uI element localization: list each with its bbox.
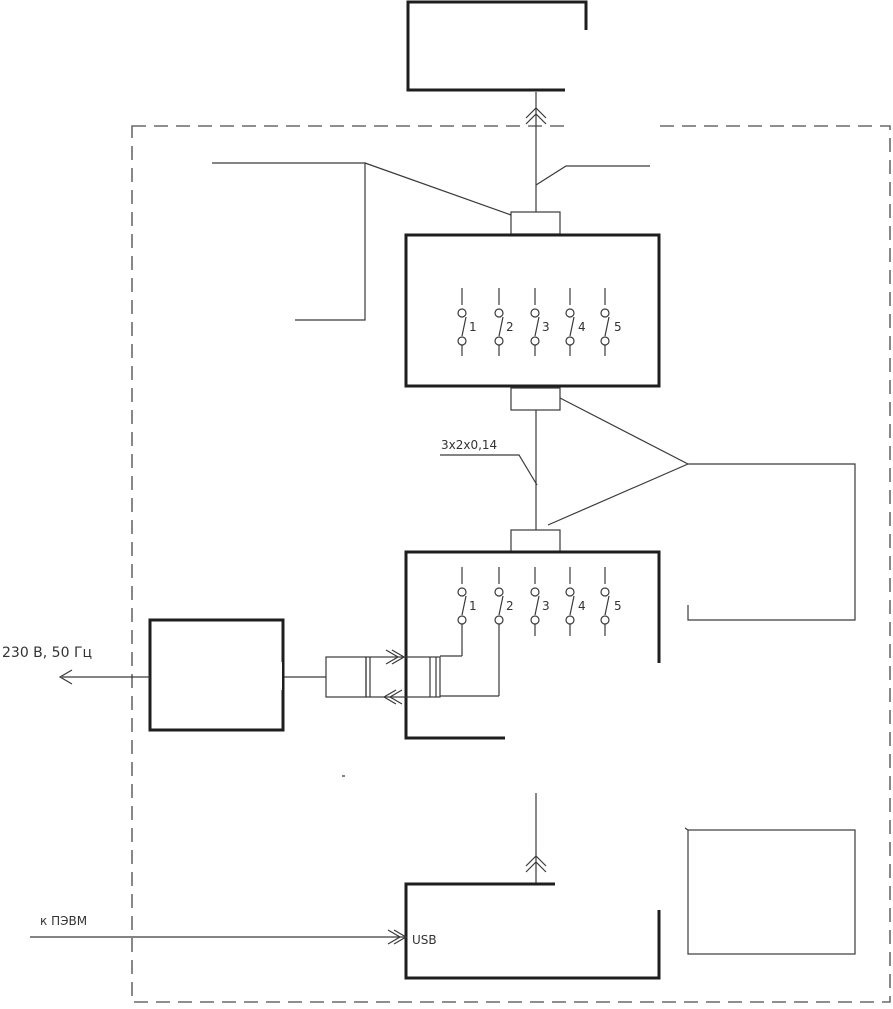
lower-switch-number: 1	[469, 599, 477, 613]
arrow-left-icon	[58, 669, 73, 685]
redaction-block	[700, 198, 832, 274]
lower-switch-number: 3	[542, 599, 550, 613]
lower-switch-number: 2	[506, 599, 514, 613]
right-callout-frame	[687, 463, 856, 621]
right-callout-leader-b	[547, 463, 689, 526]
power-label: 230 В, 50 Гц	[2, 645, 92, 661]
upper-left-callout-leader	[364, 162, 512, 216]
upper-switch-group: 1 2 3 4 5	[457, 288, 622, 356]
arrow-up-icon	[525, 855, 547, 873]
cable-label: 3х2х0,14	[441, 438, 497, 452]
usb-port-label: USB	[412, 933, 437, 947]
redaction-block	[345, 745, 525, 785]
top-cable-leader	[535, 165, 650, 186]
bottom-right-callout-frame	[687, 829, 856, 955]
redaction-block	[694, 470, 852, 616]
redaction-block	[182, 170, 360, 312]
lower-top-connector	[510, 529, 561, 553]
upper-block	[404, 233, 661, 388]
redaction-block	[178, 662, 282, 690]
switch-icon	[457, 288, 467, 356]
upper-left-callout-frame	[212, 162, 366, 321]
redaction-block	[565, 30, 655, 150]
arrow-left-icon	[382, 689, 403, 705]
upper-bottom-connector	[510, 387, 561, 411]
switch-icon	[600, 567, 610, 636]
plug-socket	[365, 656, 441, 698]
upper-switch-number: 3	[542, 320, 550, 334]
arrow-right-icon	[385, 649, 406, 665]
upper-switch-number: 2	[506, 320, 514, 334]
enclosure-border	[131, 125, 891, 1003]
switch-icon	[494, 567, 504, 696]
redaction-block	[565, 145, 650, 165]
lower-switch-group: 1 2 3 4 5	[457, 567, 622, 696]
middle-cable-leader	[440, 454, 538, 486]
upper-switch-number: 4	[578, 320, 586, 334]
right-callout-leader-a	[559, 397, 689, 465]
switch-icon	[565, 288, 575, 356]
adapter-box	[148, 618, 285, 732]
pc-link-label: к ПЭВМ	[40, 914, 87, 928]
switch-icon	[530, 288, 540, 356]
redaction-block	[165, 40, 405, 110]
arrow-right-icon	[387, 929, 408, 945]
redaction-block	[182, 318, 292, 496]
arrow-up-icon	[525, 107, 547, 125]
upper-top-connector	[510, 211, 561, 235]
redaction-block	[448, 245, 638, 279]
switch-icon	[494, 288, 504, 356]
redaction-block	[555, 800, 685, 910]
switch-icon	[457, 567, 467, 656]
switch-icon	[530, 567, 540, 636]
redaction-block	[694, 836, 852, 950]
usb-interface-box	[404, 882, 661, 980]
redaction-block	[0, 115, 130, 195]
plug-connector	[325, 656, 367, 698]
switch-icon	[600, 288, 610, 356]
redaction-block	[432, 40, 567, 58]
lower-switch-number: 4	[578, 599, 586, 613]
switch-icon	[565, 567, 575, 636]
redaction-block	[470, 900, 635, 962]
upper-switch-number: 5	[614, 320, 622, 334]
lower-switch-number: 5	[614, 599, 622, 613]
upper-switch-number: 1	[469, 320, 477, 334]
redaction-block	[505, 663, 887, 793]
